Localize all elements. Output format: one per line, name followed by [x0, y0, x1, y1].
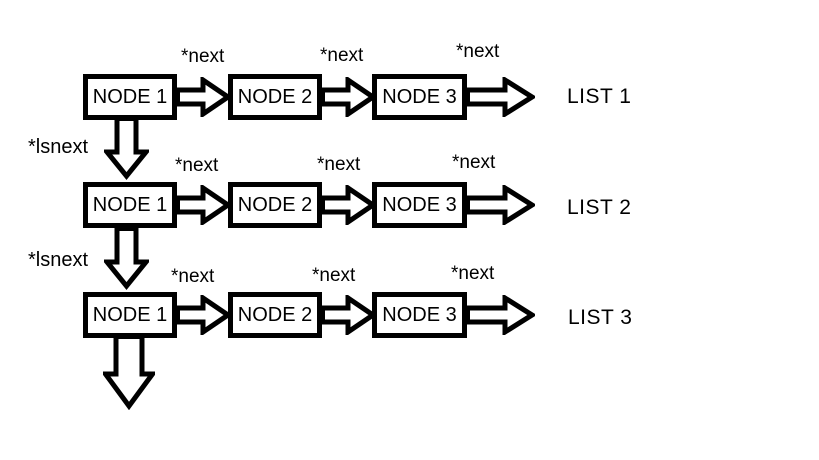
node-box-list3-node2: NODE 2 — [228, 292, 322, 338]
node-label: NODE 3 — [382, 85, 457, 108]
next-arrow-icon — [175, 185, 231, 225]
next-pointer-label: *next — [317, 154, 361, 175]
node-box-list3-node1: NODE 1 — [83, 292, 177, 338]
list-label: LIST 2 — [567, 196, 632, 219]
node-label: NODE 3 — [382, 193, 457, 216]
next-arrow-icon — [320, 185, 376, 225]
lsnext-pointer-label: *lsnext — [28, 136, 89, 158]
next-pointer-label: *next — [320, 45, 364, 66]
node-label: NODE 2 — [237, 303, 313, 326]
next-arrow-icon — [320, 295, 376, 335]
lsnext-arrow-icon — [104, 116, 149, 180]
node-label: NODE 3 — [382, 303, 457, 326]
next-pointer-label: *next — [312, 265, 356, 286]
next-pointer-label: *next — [181, 46, 225, 67]
lsnext-tail-arrow-icon — [103, 334, 155, 410]
next-pointer-label: *next — [452, 152, 496, 173]
node-box-list3-node3: NODE 3 — [372, 292, 467, 338]
next-arrow-icon — [175, 77, 231, 117]
lsnext-pointer-label: *lsnext — [28, 249, 89, 271]
node-box-list2-node2: NODE 2 — [228, 182, 322, 228]
list-label: LIST 1 — [567, 85, 632, 108]
next-arrow-icon — [320, 77, 376, 117]
next-pointer-label: *next — [171, 266, 215, 287]
tail-next-arrow-icon — [465, 77, 535, 117]
tail-next-arrow-icon — [465, 295, 535, 335]
node-box-list2-node1: NODE 1 — [83, 182, 177, 228]
next-arrow-icon — [175, 295, 231, 335]
node-label: NODE 1 — [92, 85, 168, 108]
lsnext-arrow-icon — [104, 226, 149, 290]
tail-next-arrow-icon — [465, 185, 535, 225]
node-label: NODE 1 — [92, 303, 168, 326]
next-pointer-label: *next — [451, 263, 495, 284]
node-box-list1-node1: NODE 1 — [83, 74, 177, 120]
node-label: NODE 1 — [92, 193, 168, 216]
node-label: NODE 2 — [237, 193, 313, 216]
next-pointer-label: *next — [456, 41, 500, 62]
node-box-list1-node3: NODE 3 — [372, 74, 467, 120]
node-box-list1-node2: NODE 2 — [228, 74, 322, 120]
node-label: NODE 2 — [237, 85, 313, 108]
list-label: LIST 3 — [568, 306, 633, 329]
next-pointer-label: *next — [175, 155, 219, 176]
node-box-list2-node3: NODE 3 — [372, 182, 467, 228]
